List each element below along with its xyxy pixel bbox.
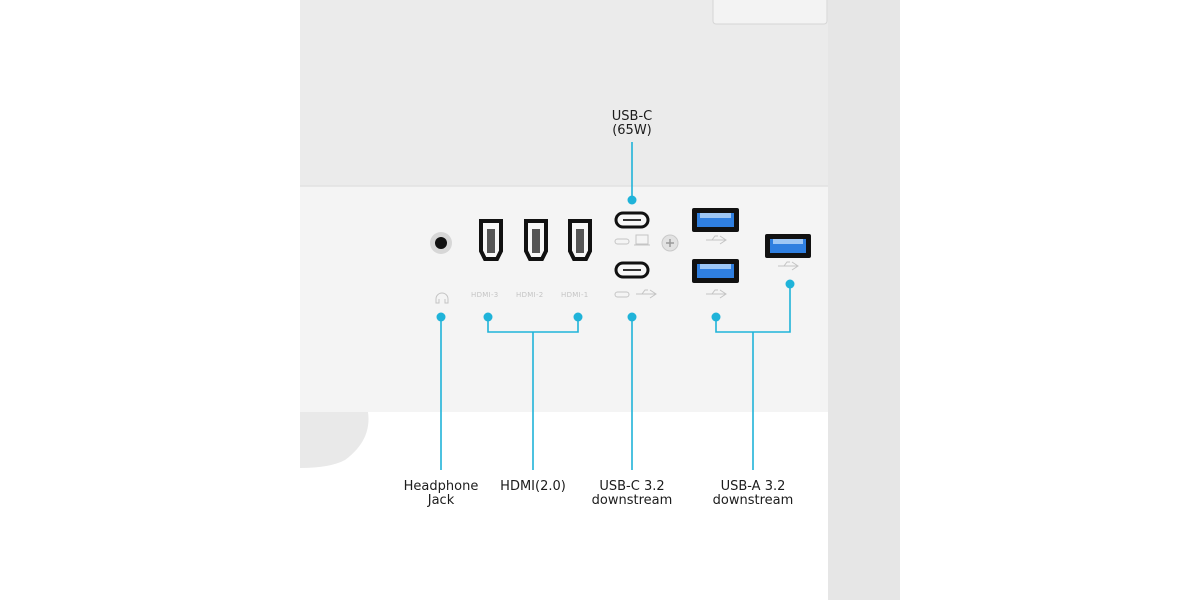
usb-a-port-bottom bbox=[692, 259, 739, 283]
laptop-icon bbox=[635, 234, 649, 245]
background-lower bbox=[300, 412, 828, 600]
label-usb-c-down-line2: downstream bbox=[591, 493, 673, 508]
hdmi-port-1 bbox=[568, 219, 592, 261]
hdmi-2-print: HDMI-2 bbox=[516, 291, 544, 299]
hdmi-1-print: HDMI-1 bbox=[561, 291, 589, 299]
label-usb-a-down-line1: USB-A 3.2 bbox=[720, 479, 786, 494]
label-headphone-line1: Headphone bbox=[403, 479, 479, 494]
hdmi-3-print: HDMI-3 bbox=[471, 291, 499, 299]
usb-c-downstream-tongue bbox=[623, 269, 641, 271]
stand-edge bbox=[300, 412, 369, 468]
label-usb-c-65w-line2: (65W) bbox=[612, 123, 652, 138]
label-usb-c-65w: USB-C (65W) bbox=[592, 110, 672, 138]
hdmi-port-3 bbox=[479, 219, 503, 261]
dot-hdmi-3 bbox=[483, 312, 493, 322]
ground-screw-cross bbox=[666, 239, 674, 247]
label-hdmi-line1: HDMI(2.0) bbox=[500, 479, 566, 494]
dot-hdmi-1 bbox=[573, 312, 583, 322]
label-usb-a-down-line2: downstream bbox=[712, 493, 794, 508]
dot-usb-a-left bbox=[711, 312, 721, 322]
callout-lines bbox=[440, 142, 791, 470]
dot-usb-a-right bbox=[785, 279, 795, 289]
label-usb-c-down-line1: USB-C 3.2 bbox=[599, 479, 665, 494]
label-headphone-jack: Headphone Jack bbox=[396, 480, 486, 508]
dot-usb-c-down bbox=[627, 312, 637, 322]
io-panel bbox=[300, 187, 828, 412]
label-usb-a-downstream: USB-A 3.2 downstream bbox=[705, 480, 801, 508]
headphone-jack-hole bbox=[435, 237, 447, 249]
usb-c-icon bbox=[614, 238, 630, 245]
usb-icon bbox=[636, 289, 657, 299]
label-headphone-line2: Jack bbox=[427, 493, 455, 508]
headphone-icon bbox=[435, 292, 449, 304]
usb-a-port-side bbox=[765, 234, 811, 258]
label-hdmi: HDMI(2.0) bbox=[488, 480, 578, 494]
label-usb-c-downstream: USB-C 3.2 downstream bbox=[584, 480, 680, 508]
dot-headphone bbox=[436, 312, 446, 322]
top-vent-cover bbox=[712, 0, 828, 25]
callout-dots bbox=[436, 195, 795, 322]
usb-c-icon-2 bbox=[614, 291, 630, 298]
label-usb-c-65w-line1: USB-C bbox=[611, 109, 653, 124]
dot-usb-c-65w bbox=[627, 195, 637, 205]
usb-icon-top bbox=[706, 235, 727, 245]
hdmi-port-2 bbox=[524, 219, 548, 261]
usb-c-65w-tongue bbox=[623, 219, 641, 221]
upper-back-panel bbox=[300, 0, 828, 186]
usb-icon-side bbox=[778, 261, 799, 271]
monitor-side bbox=[828, 0, 900, 600]
usb-icon-bottom bbox=[706, 289, 727, 299]
usb-a-port-top bbox=[692, 208, 739, 232]
